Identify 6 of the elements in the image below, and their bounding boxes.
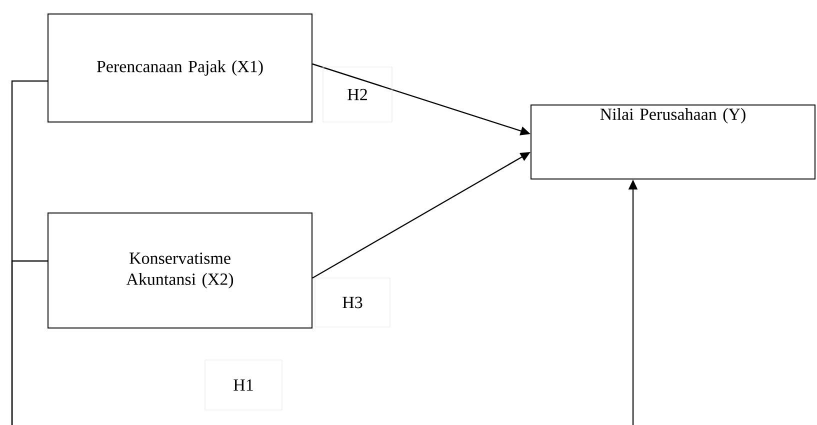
hypothesis-label: H1 [204,360,282,410]
hypothesis-label: H2 [322,66,392,122]
variable-box: Konservatisme Akuntansi (X2) [48,212,312,328]
variable-box: Nilai Perusahaan (Y) [530,104,816,180]
hypothesis-label: H3 [314,278,390,328]
variable-box: Perencanaan Pajak (X1) [48,14,312,122]
